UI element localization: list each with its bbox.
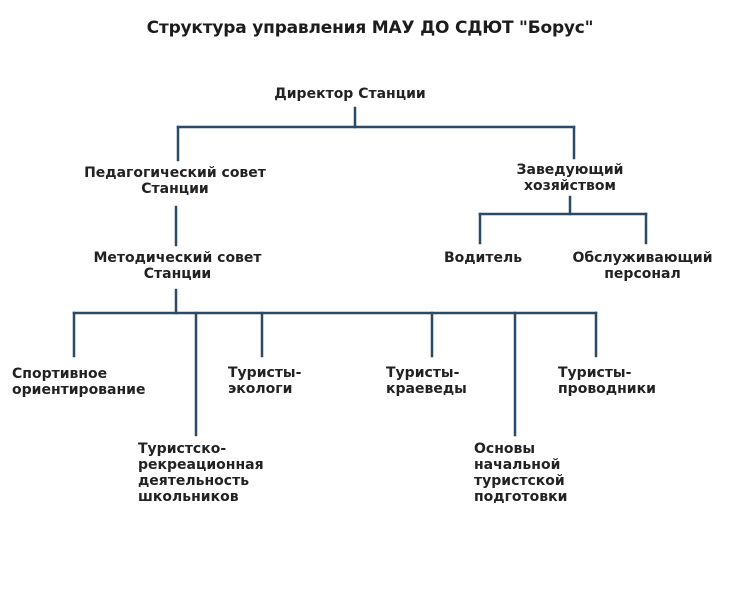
node-basic-tourist-training: Основы начальной туристской подготовки xyxy=(474,441,568,505)
node-tourist-guides: Туристы- проводники xyxy=(558,365,656,397)
node-sport-orienteering: Спортивное ориентирование xyxy=(12,366,146,398)
node-tourist-local-historians: Туристы- краеведы xyxy=(386,365,467,397)
node-pedagogical-council: Педагогический совет Станции xyxy=(84,165,266,197)
node-service-staff: Обслуживающий персонал xyxy=(572,250,713,282)
node-facility-manager: Заведующий хозяйством xyxy=(516,162,624,194)
node-methodical-council: Методический совет Станции xyxy=(93,250,262,282)
node-tourist-recreation: Туристско- рекреационная деятельность шк… xyxy=(138,441,264,505)
node-tourist-ecologists: Туристы- экологи xyxy=(228,365,302,397)
node-director: Директор Станции xyxy=(274,86,426,102)
node-driver: Водитель xyxy=(443,250,523,266)
diagram-title: Структура управления МАУ ДО СДЮТ "Борус" xyxy=(146,18,594,38)
